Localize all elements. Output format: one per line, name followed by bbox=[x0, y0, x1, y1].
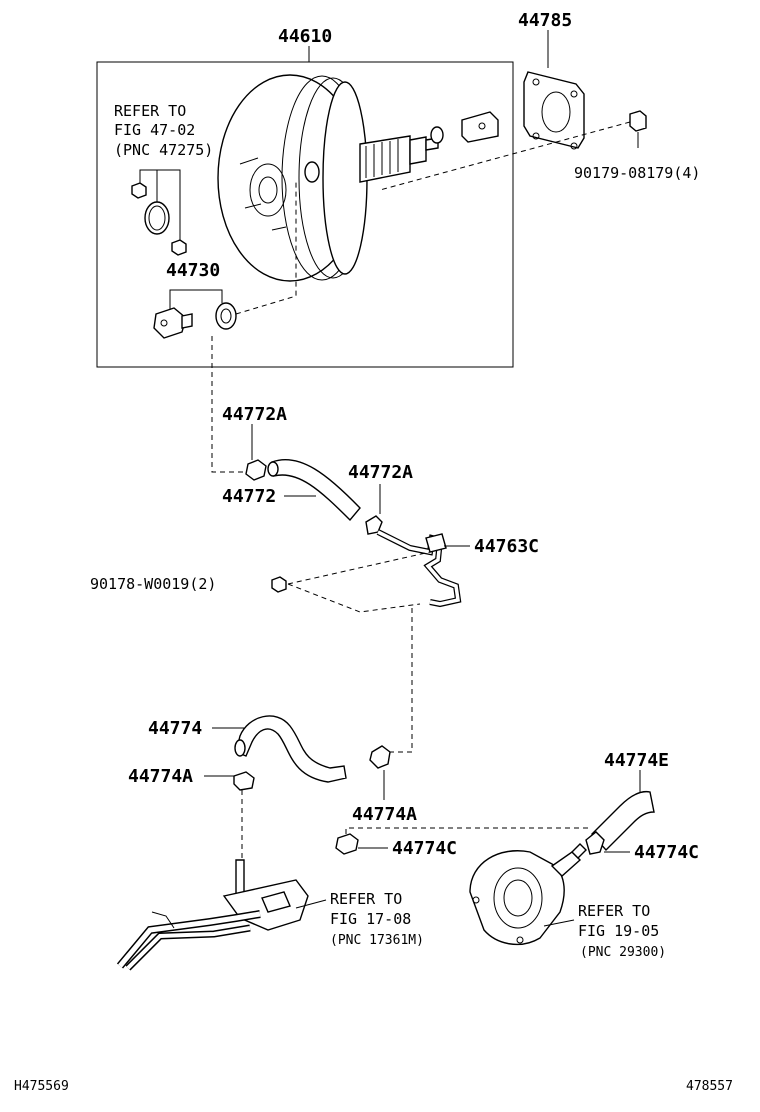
clamp-c-left bbox=[335, 833, 359, 855]
ref1-line3: (PNC 47275) bbox=[114, 141, 213, 159]
vacuum-pump bbox=[469, 843, 587, 946]
pipe-to-hose-dash bbox=[388, 608, 413, 753]
check-valve-bracket bbox=[169, 289, 223, 310]
hose-e bbox=[585, 790, 655, 855]
pipe-bolt bbox=[271, 576, 287, 593]
leader-ref2 bbox=[295, 899, 327, 909]
label-booster: 44610 bbox=[278, 26, 332, 47]
label-check-valve: 44730 bbox=[166, 260, 220, 281]
label-clamp-a: 44772A bbox=[222, 404, 287, 425]
lower-hose bbox=[233, 715, 391, 791]
label-pipe-bolt: 90178-W0019(2) bbox=[90, 575, 216, 593]
brake-pipe bbox=[376, 529, 462, 608]
ref1-line1: REFER TO bbox=[114, 102, 186, 120]
label-clamp-lower-right: 44774A bbox=[352, 804, 417, 825]
label-pipe: 44763C bbox=[474, 536, 539, 557]
label-clamp-c-left: 44774C bbox=[392, 838, 457, 859]
check-valve bbox=[153, 302, 237, 339]
leader-ref3 bbox=[543, 919, 575, 927]
upper-hose bbox=[245, 458, 383, 535]
ref2-line2: FIG 17-08 bbox=[330, 910, 411, 928]
label-gasket: 44785 bbox=[518, 10, 572, 31]
booster-nut bbox=[629, 110, 647, 132]
brake-booster bbox=[217, 74, 439, 282]
label-clamp-c-right: 44774C bbox=[634, 842, 699, 863]
ref1-line2: FIG 47-02 bbox=[114, 121, 195, 139]
label-hose-lower: 44774 bbox=[148, 718, 202, 739]
valve-to-booster-dash bbox=[235, 180, 297, 315]
ref3-line3: (PNC 29300) bbox=[580, 945, 666, 960]
gasket bbox=[523, 71, 585, 150]
label-hose-upper: 44772 bbox=[222, 486, 276, 507]
ref3-line2: FIG 19-05 bbox=[578, 922, 659, 940]
footer-right-code: 478557 bbox=[686, 1079, 733, 1094]
ref2-line1: REFER TO bbox=[330, 890, 402, 908]
ref2-line3: (PNC 17361M) bbox=[330, 933, 424, 948]
clevis bbox=[430, 111, 499, 144]
ref1-bracket bbox=[139, 169, 181, 240]
clamp-c-dash bbox=[345, 827, 590, 834]
label-hose-e: 44774E bbox=[604, 750, 669, 771]
o-ring-group bbox=[131, 182, 187, 256]
valve-to-hose-dash bbox=[211, 336, 250, 473]
nut-dashed-line bbox=[379, 121, 631, 191]
ref3-line1: REFER TO bbox=[578, 902, 650, 920]
intake-assembly bbox=[116, 859, 309, 971]
bolt-dash bbox=[287, 551, 431, 613]
label-clamp-a2: 44772A bbox=[348, 462, 413, 483]
label-clamp-lower-left: 44774A bbox=[128, 766, 193, 787]
label-booster-nut: 90179-08179(4) bbox=[574, 164, 700, 182]
footer-left-code: H475569 bbox=[14, 1079, 69, 1094]
assembly-frame bbox=[96, 61, 514, 368]
